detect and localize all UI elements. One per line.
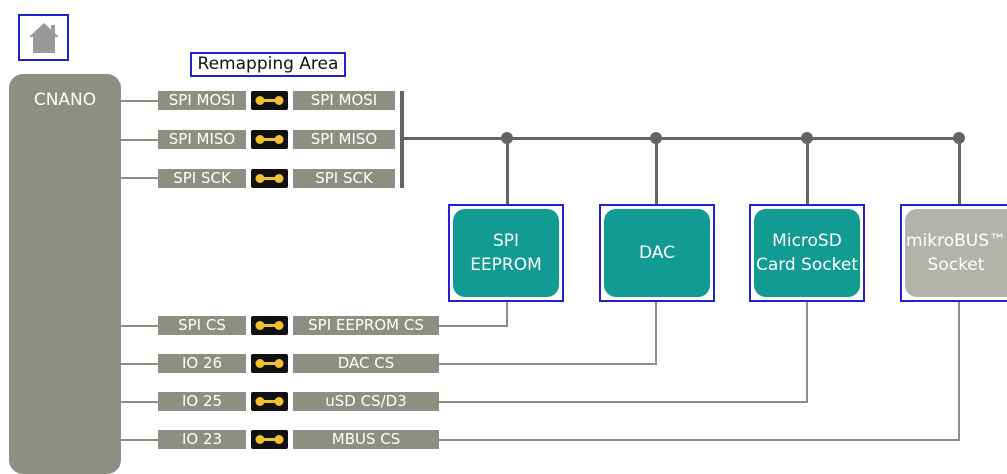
- cs-left: IO 25: [158, 392, 246, 411]
- board-label: Card Socket: [755, 255, 859, 275]
- cs-wire: [121, 401, 159, 403]
- board-label: Socket: [927, 255, 985, 275]
- board-label: mikroBUS™: [905, 231, 1007, 251]
- cs-right: uSD CS/D3: [293, 392, 439, 411]
- home-icon: [29, 23, 59, 53]
- bus-drop-microsd: [806, 138, 809, 205]
- spi-sck-right: SPI SCK: [293, 169, 395, 188]
- cs-left: IO 23: [158, 430, 246, 449]
- spi-mosi-right: SPI MOSI: [293, 91, 395, 110]
- jumper-icon: [255, 321, 284, 330]
- cs-route-eeprom: [439, 325, 508, 327]
- bus-drop-dac: [655, 138, 658, 205]
- cs-route-mikrobus: [958, 302, 960, 441]
- cs-right: SPI EEPROM CS: [293, 316, 439, 335]
- cs-route-mikrobus: [439, 439, 960, 441]
- jumper-icon: [255, 135, 284, 144]
- spi-eeprom-board[interactable]: SPI EEPROM: [448, 204, 564, 302]
- sck-wire: [121, 177, 159, 179]
- cs-left: SPI CS: [158, 316, 246, 335]
- microsd-board[interactable]: MicroSD Card Socket: [749, 204, 865, 302]
- spi-bus-horizontal: [400, 137, 960, 140]
- jumper-icon: [255, 397, 284, 406]
- jumper-icon: [255, 174, 284, 183]
- jumper-io23[interactable]: [251, 430, 288, 449]
- mikrobus-board[interactable]: mikroBUS™ Socket: [900, 204, 1007, 302]
- cs-right: MBUS CS: [293, 430, 439, 449]
- jumper-io26[interactable]: [251, 354, 288, 373]
- cs-wire: [121, 363, 159, 365]
- cs-left: IO 26: [158, 354, 246, 373]
- cs-route-microsd: [439, 401, 808, 403]
- cs-right: DAC CS: [293, 354, 439, 373]
- cs-route-microsd: [806, 302, 808, 403]
- jumper-miso[interactable]: [251, 130, 288, 149]
- cnano-label: CNANO: [33, 90, 97, 110]
- spi-sck-left: SPI SCK: [158, 169, 246, 188]
- miso-wire: [121, 139, 159, 141]
- jumper-spi-cs[interactable]: [251, 316, 288, 335]
- board-label: MicroSD: [772, 231, 842, 251]
- board-label: SPI: [492, 231, 520, 251]
- cs-wire: [121, 439, 159, 441]
- board-label: DAC: [639, 243, 675, 263]
- dac-board[interactable]: DAC: [599, 204, 715, 302]
- spi-mosi-left: SPI MOSI: [158, 91, 246, 110]
- home-button[interactable]: [18, 14, 69, 61]
- jumper-icon: [255, 96, 284, 105]
- cs-route-eeprom: [506, 302, 508, 327]
- cs-wire: [121, 325, 159, 327]
- remapping-area-label[interactable]: Remapping Area: [190, 52, 346, 77]
- cnano-module: CNANO: [9, 74, 121, 474]
- board-label: EEPROM: [470, 255, 542, 275]
- jumper-mosi[interactable]: [251, 91, 288, 110]
- mosi-wire: [121, 100, 159, 102]
- jumper-sck[interactable]: [251, 169, 288, 188]
- cs-route-dac: [439, 363, 657, 365]
- jumper-icon: [255, 435, 284, 444]
- bus-drop-mikrobus: [958, 138, 961, 205]
- spi-miso-left: SPI MISO: [158, 130, 246, 149]
- jumper-icon: [255, 359, 284, 368]
- spi-miso-right: SPI MISO: [293, 130, 395, 149]
- bus-drop-eeprom: [506, 138, 509, 205]
- jumper-io25[interactable]: [251, 392, 288, 411]
- cs-route-dac: [655, 302, 657, 365]
